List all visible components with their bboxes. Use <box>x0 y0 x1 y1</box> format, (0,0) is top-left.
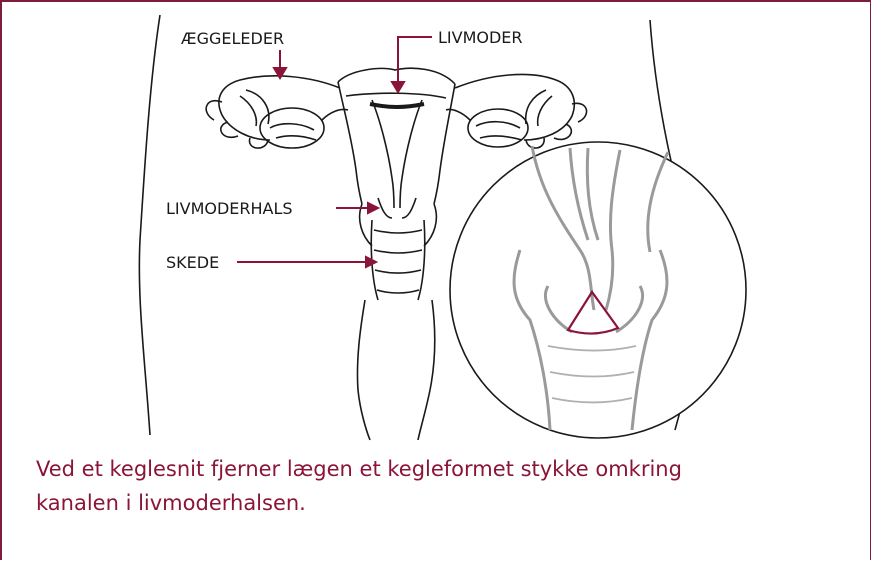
caption-line-1: Ved et keglesnit fjerner lægen et keglef… <box>36 457 682 481</box>
label-fallopian-tube: ÆGGELEDER <box>181 29 284 48</box>
label-vagina: SKEDE <box>166 253 219 272</box>
label-cervix: LIVMODERHALS <box>166 199 293 218</box>
caption-line-2: kanalen i livmoderhalsen. <box>36 491 306 515</box>
cervix-vagina <box>357 198 436 440</box>
caption: Ved et keglesnit fjerner lægen et keglef… <box>36 452 816 520</box>
anatomy-illustration: ÆGGELEDER LIVMODER LIVMODERHALS SKEDE <box>0 0 872 450</box>
label-uterus: LIVMODER <box>438 28 523 47</box>
magnified-inset <box>450 142 746 438</box>
